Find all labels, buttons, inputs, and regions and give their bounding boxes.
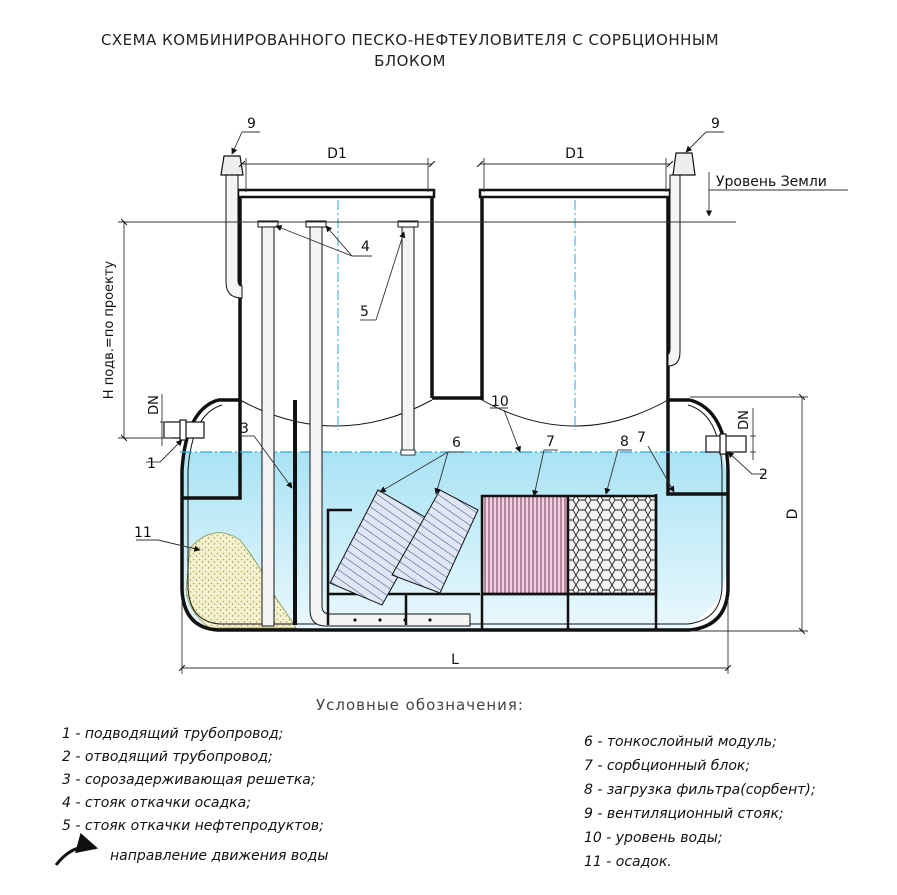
callout-2: 2	[727, 451, 768, 483]
legend-item-9: 9 - вентиляционный стояк;	[584, 806, 784, 822]
oil-riser	[397, 220, 419, 456]
vent-riser-left	[220, 155, 244, 299]
thin-layer-module-2	[391, 489, 479, 594]
dim-d1-left: D1	[238, 146, 436, 192]
ground-level: Уровень Земли	[222, 172, 848, 223]
svg-text:L: L	[451, 652, 459, 668]
legend-item-10: 10 - уровень воды;	[584, 830, 723, 846]
callout-10: 10	[490, 394, 521, 453]
legend-item-4: 4 - стояк откачки осадка;	[62, 795, 251, 811]
hatch-left	[236, 188, 436, 199]
svg-text:10: 10	[491, 394, 509, 410]
hatch-right	[478, 188, 672, 199]
legend-item-6: 6 - тонкослойный модуль;	[584, 734, 777, 750]
callout-11: 11	[134, 525, 201, 552]
svg-text:9: 9	[247, 116, 256, 132]
title-line-2: БЛОКОМ	[374, 52, 446, 70]
sorption-frame	[480, 494, 658, 630]
legend-item-1: 1 - подводящий трубопровод;	[62, 726, 283, 742]
svg-text:H подв.=по проекту: H подв.=по проекту	[102, 260, 117, 399]
svg-text:D1: D1	[327, 146, 347, 162]
filter-load	[566, 494, 658, 596]
svg-text:D1: D1	[565, 146, 585, 162]
module-frame	[326, 508, 480, 625]
svg-text:5: 5	[360, 304, 369, 320]
legend-item-8: 8 - загрузка фильтра(сорбент);	[584, 782, 816, 798]
legend-item-5: 5 - стояк откачки нефтепродуктов;	[62, 818, 324, 834]
inlet-pipe	[163, 419, 205, 441]
callout-1: 1	[146, 439, 183, 472]
svg-text:D: D	[785, 509, 801, 520]
flow-arrow-icon	[54, 832, 99, 866]
sludge-riser-2	[305, 220, 471, 627]
callout-9-right: 9	[685, 116, 724, 153]
svg-text:11: 11	[134, 525, 152, 541]
legend-item-3: 3 - сорозадерживающая решетка;	[62, 772, 316, 788]
legend-item-2: 2 - отводящий трубопровод;	[62, 749, 273, 765]
vent-riser-right	[667, 152, 696, 367]
svg-text:2: 2	[759, 467, 768, 483]
callout-5: 5	[360, 231, 406, 321]
svg-text:1: 1	[147, 456, 156, 472]
callout-9-left: 9	[231, 116, 260, 155]
svg-text:DN: DN	[147, 395, 162, 415]
title-line-1: СХЕМА КОМБИНИРОВАННОГО ПЕСКО-НЕФТЕУЛОВИТ…	[101, 31, 719, 49]
legend-item-7: 7 - сорбционный блок;	[584, 758, 750, 774]
svg-text:6: 6	[452, 435, 461, 451]
svg-text:7: 7	[637, 430, 646, 446]
dim-dn-right: DN	[737, 408, 756, 460]
sorption-block	[480, 494, 570, 596]
dim-dn-left: DN	[147, 394, 166, 446]
legend-heading: Условные обозначения:	[316, 696, 524, 714]
callout-6: 6	[379, 435, 464, 495]
callout-7b: 7	[637, 430, 675, 493]
legend-flow: направление движения воды	[110, 848, 328, 864]
dim-diameter: D	[690, 393, 808, 635]
svg-text:9: 9	[711, 116, 720, 132]
callout-3: 3	[240, 421, 293, 489]
svg-text:DN: DN	[737, 410, 752, 430]
dim-length: L	[178, 600, 732, 674]
sludge-riser-1	[257, 220, 279, 627]
callout-8: 8	[604, 434, 632, 495]
callout-7a: 7	[532, 434, 558, 497]
svg-text:8: 8	[620, 434, 629, 450]
callout-4: 4	[275, 225, 372, 257]
svg-text:Уровень Земли: Уровень Земли	[716, 174, 827, 190]
svg-text:7: 7	[546, 434, 555, 450]
dim-d1-right: D1	[476, 146, 674, 192]
outlet-pipe	[705, 433, 747, 455]
legend-item-11: 11 - осадок.	[584, 854, 672, 870]
svg-text:4: 4	[361, 239, 370, 255]
svg-text:3: 3	[240, 421, 249, 437]
dim-depth: H подв.=по проекту	[102, 218, 226, 442]
